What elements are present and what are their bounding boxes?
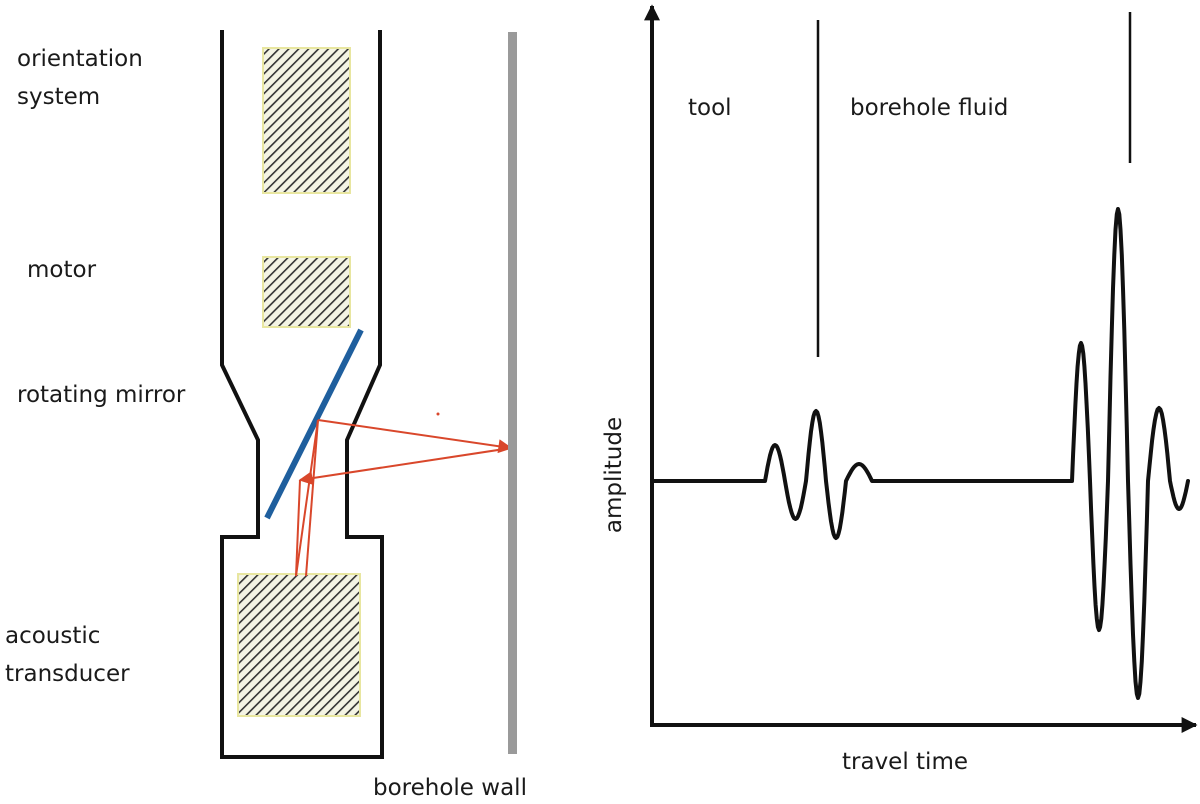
acoustic-transducer-label-line2: transducer <box>5 661 130 687</box>
waveform-trace <box>650 207 1190 700</box>
tool-body-outline <box>220 30 384 759</box>
borehole-wall <box>508 32 517 754</box>
amplitude-axis-label: amplitude <box>601 417 627 533</box>
tool-schematic: orientation system motor rotating mirror… <box>5 30 527 801</box>
ray-to-wall <box>317 419 513 454</box>
waveform-plot: tool borehole fluid amplitude travel tim… <box>601 4 1198 775</box>
acoustic-transducer-block <box>237 573 361 717</box>
ray-return <box>298 447 512 486</box>
motor-block <box>262 256 351 328</box>
borehole-wall-label: borehole wall <box>373 775 527 801</box>
borehole-fluid-region-label: borehole fluid <box>850 95 1008 121</box>
acoustic-transducer-label-line1: acoustic <box>5 623 100 649</box>
travel-time-axis-label: travel time <box>842 749 968 775</box>
rotating-mirror-label: rotating mirror <box>17 382 186 408</box>
rotating-mirror <box>264 328 364 520</box>
orientation-system-label-line2: system <box>17 84 100 110</box>
ray-down <box>295 479 301 577</box>
tool-region-label: tool <box>688 95 732 121</box>
stray-dot <box>436 412 440 416</box>
motor-label: motor <box>27 257 97 283</box>
ray-up-2 <box>305 419 319 577</box>
orientation-system-label-line1: orientation <box>17 46 143 72</box>
ray-up-1 <box>295 419 319 577</box>
acoustic-ray-paths <box>295 419 513 577</box>
orientation-system-block <box>262 47 351 194</box>
